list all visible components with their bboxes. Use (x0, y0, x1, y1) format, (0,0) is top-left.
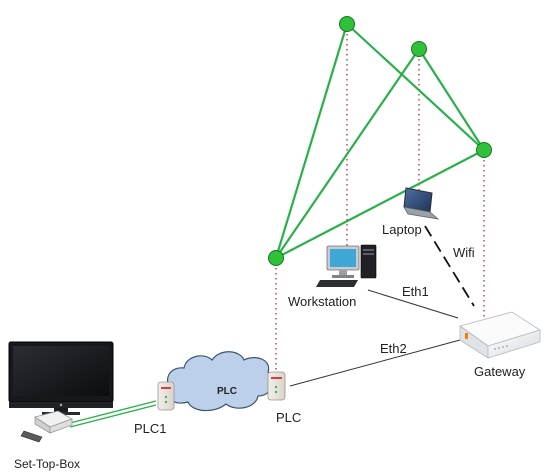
node-plc (268, 250, 284, 266)
laptop-icon[interactable] (403, 187, 440, 220)
projection-lines (275, 24, 485, 374)
cloud-label: PLC (217, 386, 237, 397)
laptop-label: Laptop (382, 222, 422, 237)
wire-eth1 (367, 289, 459, 319)
mesh-link-ws-gw (346, 23, 485, 151)
tv-icon[interactable] (8, 341, 114, 415)
mesh-links (274, 23, 485, 259)
cloud-icon (167, 351, 274, 412)
stb-link-1 (69, 400, 157, 424)
eth2-label: Eth2 (380, 341, 407, 356)
node-laptop (411, 41, 427, 57)
plc1-adapter-icon[interactable] (157, 381, 175, 411)
mesh-link-ws-plc (274, 23, 349, 259)
gateway-router-icon[interactable] (459, 311, 541, 359)
gateway-label: Gateway (474, 364, 526, 379)
remote-icon (20, 430, 43, 443)
stb-link-2 (69, 404, 157, 428)
plc1-label: PLC1 (134, 421, 167, 436)
wifi-label: Wifi (453, 245, 475, 260)
mesh-link-laptop-plc (275, 48, 420, 259)
mesh-link-gw-plc (275, 149, 485, 259)
plc-adapter-icon[interactable] (267, 371, 286, 401)
wire-wifi (424, 225, 475, 307)
workstation-label: Workstation (288, 294, 356, 309)
node-workstation (339, 16, 355, 32)
wire-eth2 (289, 339, 461, 387)
workstation-pc-icon[interactable] (316, 244, 377, 287)
wires (289, 225, 475, 387)
plc-label: PLC (276, 410, 301, 425)
mesh-link-laptop-gw (418, 48, 485, 151)
node-gateway (476, 142, 492, 158)
mesh-nodes (268, 16, 492, 266)
set-top-box-icon[interactable] (34, 410, 73, 434)
set-top-box-label: Set-Top-Box (14, 457, 80, 471)
eth1-label: Eth1 (402, 284, 429, 299)
